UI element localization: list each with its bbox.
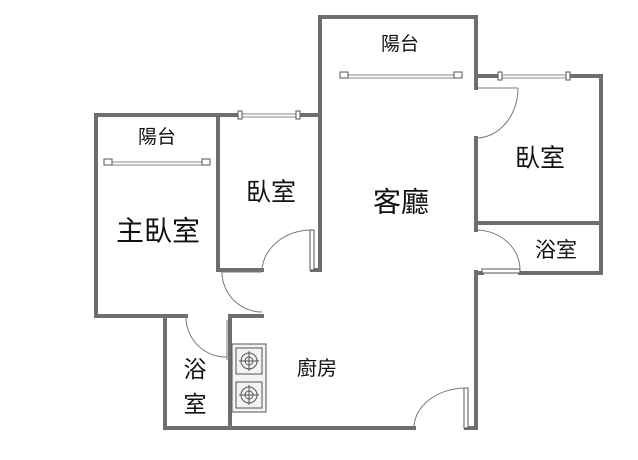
right-bedroom-door-arc [475,87,519,139]
jamb-marker [453,71,463,79]
jamb-marker [497,71,503,81]
stove-burner-icon [235,381,263,409]
jamb-marker [295,110,301,120]
master-door-arc [221,271,263,313]
top-balcony-wall [318,15,478,78]
door-jamb [309,229,315,271]
right-bedroom-wall [518,74,603,275]
label-balcony-left: 陽台 [138,126,176,148]
jamb-marker [201,158,211,166]
door-jamb [481,268,521,274]
label-bathroom-left-1: 浴 [184,357,207,383]
entrance-door-arc [413,387,467,429]
middle-bedroom-door-arc [261,229,313,271]
openings [103,71,571,166]
door-jamb [463,387,469,429]
jamb-marker [339,71,349,79]
jamb-marker [565,71,571,81]
jamb-marker [103,158,113,166]
right-bath-door-arc [475,229,521,271]
label-bathroom-right: 浴室 [535,238,577,262]
room-labels: 陽台 陽台 主臥室 臥室 客廳 臥室 浴室 浴 室 廚房 [116,33,577,418]
jamb-marker [237,110,243,120]
stove-burner-icon [235,347,263,375]
label-bedroom-right: 臥室 [515,144,565,173]
doors [185,87,521,429]
label-bedroom-middle: 臥室 [246,178,296,207]
left-bath-door-arc [185,315,228,358]
label-living-room: 客廳 [373,186,429,219]
stove [231,343,267,413]
label-kitchen: 廚房 [297,356,337,380]
label-bathroom-left-2: 室 [184,392,207,418]
label-balcony-top: 陽台 [381,33,419,55]
label-master-bedroom: 主臥室 [116,215,200,248]
